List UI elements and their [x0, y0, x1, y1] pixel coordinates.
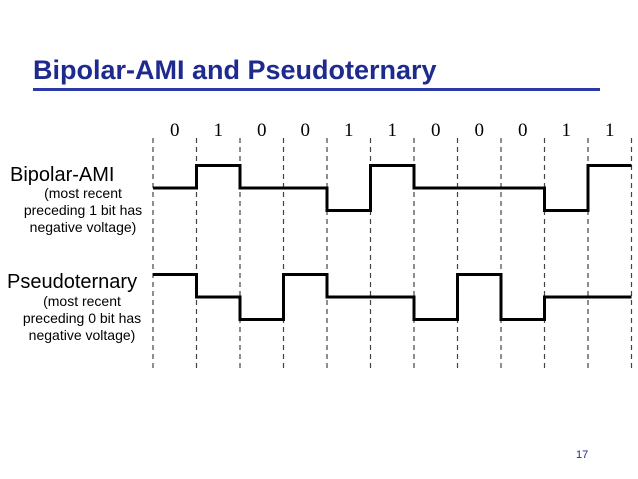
bit-boundary-lines — [152, 138, 633, 368]
slide-title: Bipolar-AMI and Pseudoternary — [33, 55, 437, 85]
note-line: (most recent — [44, 185, 122, 201]
bit-label: 0 — [431, 120, 441, 141]
pseudoternary-signal — [153, 273, 632, 321]
bit-label: 1 — [214, 120, 224, 141]
bipolar-ami-signal — [153, 164, 632, 212]
note-line: negative voltage) — [29, 327, 136, 343]
bipolar-ami-label: Bipolar-AMI — [10, 164, 114, 186]
bit-label: 0 — [475, 120, 485, 141]
note-line: negative voltage) — [30, 219, 137, 235]
bit-label: 0 — [170, 120, 180, 141]
pseudoternary-label: Pseudoternary — [7, 271, 137, 293]
bit-label: 0 — [257, 120, 267, 141]
bit-labels: 0 1 0 0 1 1 0 0 0 1 1 — [170, 120, 615, 141]
note-line: preceding 0 bit has — [23, 310, 141, 326]
bit-label: 1 — [562, 120, 572, 141]
bit-label: 0 — [301, 120, 311, 141]
note-line: (most recent — [43, 293, 121, 309]
note-line: preceding 1 bit has — [24, 202, 142, 218]
bit-label: 1 — [344, 120, 354, 141]
bit-label: 0 — [518, 120, 528, 141]
bit-label: 1 — [605, 120, 615, 141]
bit-label: 1 — [388, 120, 398, 141]
page-number: 17 — [576, 449, 589, 461]
title-underline — [33, 88, 600, 91]
